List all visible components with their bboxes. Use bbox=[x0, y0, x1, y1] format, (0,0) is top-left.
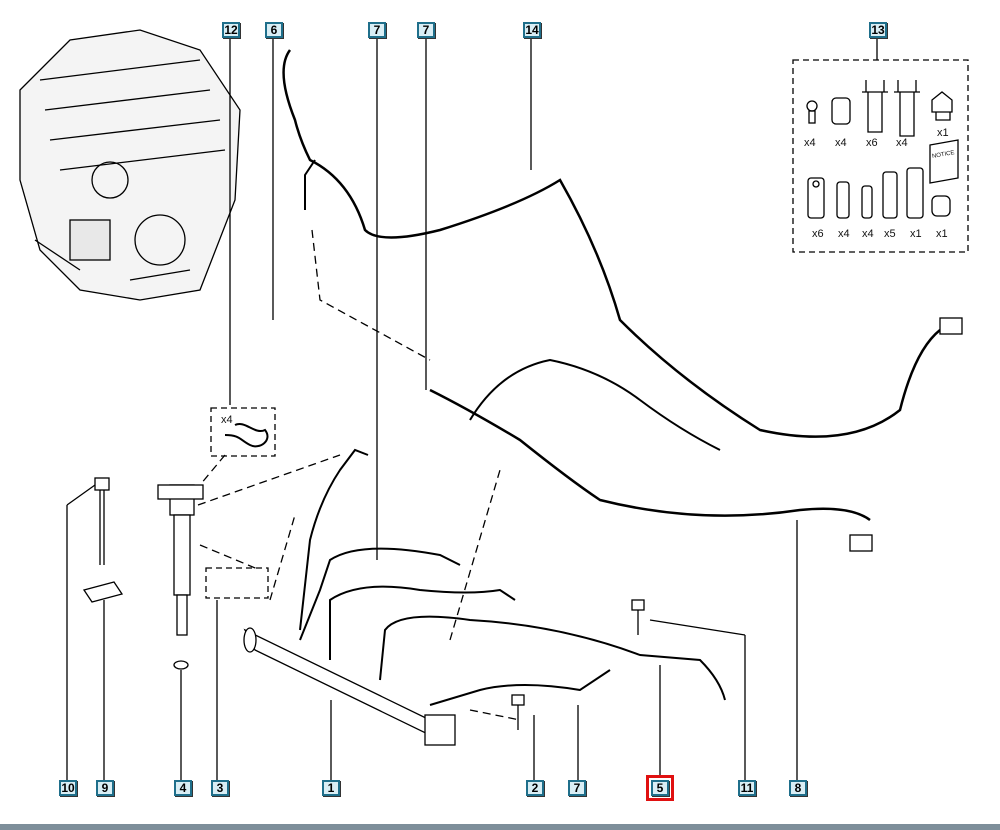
callout-5-selected[interactable]: 5 bbox=[646, 775, 674, 801]
kit-qty: x5 bbox=[884, 228, 896, 240]
gasket-quantity: x4 bbox=[221, 414, 233, 426]
callout-4[interactable]: 4 bbox=[174, 780, 192, 796]
callout-7-top-b[interactable]: 7 bbox=[417, 22, 435, 38]
kit-qty: x1 bbox=[937, 127, 949, 139]
kit-qty: x4 bbox=[835, 137, 847, 149]
kit-qty: x4 bbox=[862, 228, 874, 240]
kit-qty: x6 bbox=[812, 228, 824, 240]
callout-1[interactable]: 1 bbox=[322, 780, 340, 796]
callout-7-bottom[interactable]: 7 bbox=[568, 780, 586, 796]
injector bbox=[157, 484, 204, 670]
callout-9[interactable]: 9 bbox=[96, 780, 114, 796]
kit-qty: x6 bbox=[866, 137, 878, 149]
kit-qty: x4 bbox=[838, 228, 850, 240]
callout-11[interactable]: 11 bbox=[738, 780, 756, 796]
kit-qty: x4 bbox=[804, 137, 816, 149]
kit-qty: x1 bbox=[910, 228, 922, 240]
fuel-rail bbox=[243, 627, 456, 746]
callout-3[interactable]: 3 bbox=[211, 780, 229, 796]
callout-6[interactable]: 6 bbox=[265, 22, 283, 38]
kit-qty: x1 bbox=[936, 228, 948, 240]
callout-8[interactable]: 8 bbox=[789, 780, 807, 796]
callout-12[interactable]: 12 bbox=[222, 22, 240, 38]
bottom-bar bbox=[0, 824, 1000, 830]
bolt bbox=[94, 477, 110, 565]
callout-13[interactable]: 13 bbox=[869, 22, 887, 38]
engine-illustration bbox=[19, 29, 241, 301]
callout-10[interactable]: 10 bbox=[59, 780, 77, 796]
callout-2[interactable]: 2 bbox=[526, 780, 544, 796]
callout-14[interactable]: 14 bbox=[523, 22, 541, 38]
callout-7-top-a[interactable]: 7 bbox=[368, 22, 386, 38]
kit-qty: x4 bbox=[896, 137, 908, 149]
